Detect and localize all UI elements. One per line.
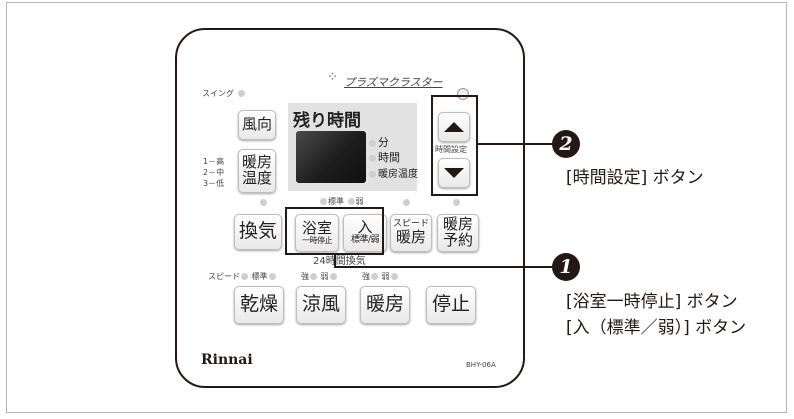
level-label-low: 3－低 [203,179,225,188]
row3-indicators-heat: 強 弱 [362,271,399,282]
leader-line-2 [478,143,553,145]
leader-line-1 [334,266,554,268]
weak-indicator-icon [347,198,355,205]
triangle-up-icon [444,122,464,132]
indicator-hours: 時間 [368,149,400,165]
time-set-highlight [431,95,478,196]
time-down-button[interactable] [438,158,470,188]
bathroom-pause-sublabel: 一時停止 [302,235,333,245]
mode-indicator-row: 標準 弱 [319,196,364,207]
stop-button[interactable]: 停止 [426,286,476,324]
heating-reserve-label-1: 暖房 [442,215,473,234]
model-number: BHY-06A [466,361,496,369]
remote-controller: ⁘ プラズマクラスター スイング 風向 1－高 2－中 3－低 暖房 温度 残り… [175,28,525,388]
heating-temp-label-1: 暖房 [241,153,272,172]
plasma-cluster-label: プラズマクラスター [344,76,443,89]
heating-reserve-button[interactable]: 暖房 予約 [437,214,479,252]
callout-label-time-setting: [時間設定] ボタン [566,168,704,188]
callout-number-2: 2 [552,130,580,158]
cool-breeze-label: 涼風 [301,293,340,316]
swing-label: スイング [202,88,246,99]
on-standard-weak-button[interactable]: 入 標準/弱 [343,214,387,252]
time-up-button[interactable] [438,112,470,142]
on-sublabel: 標準/弱 [350,235,380,246]
strong-label: 強 [301,272,309,281]
strong-indicator-icon [310,273,317,280]
bath-on-highlight [285,207,384,255]
dry-button[interactable]: 乾燥 [234,286,284,324]
indicator-minutes-icon [369,139,376,147]
callout-label-on-standard-weak: [入（標準／弱）] ボタン [566,318,747,338]
wind-direction-label: 風向 [241,115,272,134]
ventilation-button[interactable]: 換気 [234,214,282,250]
level-labels: 1－高 2－中 3－低 [203,156,224,189]
speed-heating-button[interactable]: スピード 暖房 [390,214,432,252]
level-label-high: 1－高 [203,157,225,166]
leader-line-1-vertical [334,255,336,267]
indicator-heat-temp-icon [369,170,376,178]
indicator-heat-temp: 暖房温度 [368,165,418,180]
cool-breeze-button[interactable]: 涼風 [296,286,346,324]
time-set-label: 時間設定 [435,145,467,154]
speed-heating-top: スピード [392,219,429,230]
indicator-minutes-text: 分 [378,136,389,149]
standard-indicator-icon [320,198,327,205]
indicator-heat-temp-text: 暖房温度 [378,169,418,180]
24h-ventilation-label: 24時間換気 [313,256,366,267]
bathroom-pause-label: 浴室 [301,218,332,237]
weak-label: 弱 [355,197,364,206]
indicator-minutes: 分 [368,134,389,150]
figure-frame [6,2,787,413]
swing-text: スイング [202,89,234,98]
standard2-label: 標準 [251,272,268,281]
row3-indicators-cool: 強 弱 [301,271,338,282]
heating-temp-label-2: 温度 [241,169,272,187]
remaining-time-title: 残り時間 [293,111,361,131]
plasma-indicator-icon [457,88,469,100]
lcd-screen [296,131,366,183]
weak2-label: 弱 [320,272,329,281]
speed-indicator-icon [241,273,248,280]
brand-logo: Rinnai [201,352,253,368]
heating-temp-button[interactable]: 暖房 温度 [238,149,276,193]
weak2-indicator-icon [329,273,337,280]
weak3-indicator-icon [390,273,398,280]
ventilation-label: 換気 [238,220,277,243]
standard2-indicator-icon [268,273,276,280]
speed-heat-indicator-icon [403,199,410,206]
strong3-indicator-icon [371,273,378,280]
swing-indicator-icon [237,90,245,97]
callout-number-1: 1 [552,253,580,281]
speed-heating-label: 暖房 [395,227,426,246]
strong3-label: 強 [362,272,370,281]
indicator-hours-text: 時間 [378,151,400,164]
callout-label-bath-pause: [浴室一時停止] ボタン [566,292,738,312]
kanki-indicator-icon [260,199,267,206]
triangle-down-icon [444,168,464,178]
stop-label: 停止 [431,293,470,316]
on-label: 入 [357,218,373,237]
wind-direction-button[interactable]: 風向 [238,110,276,140]
speed-label: スピード [208,272,240,281]
weak3-label: 弱 [381,272,390,281]
heating-button[interactable]: 暖房 [360,286,410,324]
heating-reserve-label-2: 予約 [442,231,473,249]
heat-reserve-indicator-icon [453,199,460,206]
bathroom-pause-button[interactable]: 浴室 一時停止 [295,214,339,252]
dry-label: 乾燥 [239,293,278,316]
heating-label: 暖房 [365,293,404,316]
row3-indicators: スピード 標準 [208,271,277,282]
level-label-mid: 2－中 [203,168,225,177]
indicator-hours-icon [369,154,376,162]
standard-label: 標準 [328,197,344,206]
plasma-icon: ⁘ [327,70,338,85]
